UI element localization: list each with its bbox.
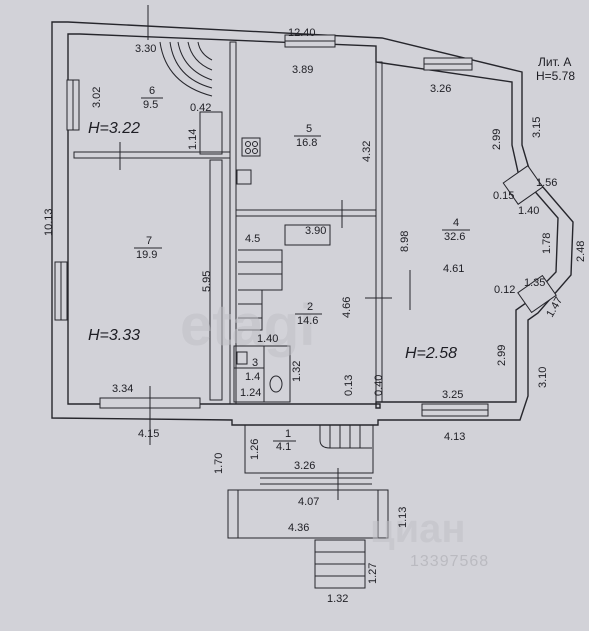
room-7: 7 19.9 [134,235,162,261]
dim-room5-right: 4.32 [361,141,373,162]
dim-room5-top: 3.89 [292,64,313,76]
room-area: 19.9 [136,249,157,261]
dim-room1-left: 1.26 [249,439,261,460]
room-3: 3 1.4 [245,357,260,383]
room-number: 2 [307,301,313,313]
dim-steps-depth: 1.27 [367,563,379,584]
dim-left-wall: 10.13 [43,208,55,236]
room-2: 2 14.6 [295,301,322,327]
dim-room2-right: 4.66 [341,297,353,318]
dim-room4-bottom: 3.25 [442,389,463,401]
dim-bay-3: 1.40 [518,205,539,217]
dim-total-top: 12.40 [288,27,316,39]
room-1: 1 4.1 [273,428,296,453]
cian-id: 13397568 [410,553,489,570]
room-area: 1.4 [245,371,260,383]
room-number: 5 [306,123,312,135]
stairs-room2 [238,224,331,331]
interior-walls [73,41,383,405]
stairs-room6 [159,41,223,155]
height-room4: H=2.58 [405,345,457,362]
dim-steps-width: 1.32 [327,593,348,605]
dim-room4-top: 3.26 [430,83,451,95]
dim-bay-6: 0.12 [494,284,515,296]
dim-room4-wall2: 2.99 [496,345,508,366]
dim-room4-ext2: 3.10 [537,367,549,388]
dim-room6-small: 0.42 [190,102,211,114]
dim-bay-5: 1.35 [524,277,545,289]
dim-room4-mid: 4.61 [443,263,464,275]
dim-room2-d: 0.40 [373,375,385,396]
dim-room6-niche: 1.14 [187,129,199,150]
dim-room3-right: 1.32 [291,361,303,382]
dim-ext-bottom-left: 4.15 [138,428,159,440]
stove-icon [236,137,261,185]
room-number: 1 [285,428,291,440]
height-room6: H=3.22 [88,120,140,137]
room-area: 16.8 [296,137,317,149]
dim-room6-top: 3.30 [135,43,156,55]
dim-bay-ext: 2.48 [575,241,587,262]
dim-bay-4: 1.78 [541,233,553,254]
toilet-icon [236,351,283,393]
room-6: 6 9.5 [141,85,163,111]
dim-porch-depth: 1.13 [397,507,409,528]
lit-height: H=5.78 [536,69,575,83]
dimension-labels: 12.40 3.30 3.02 0.42 1.14 10.13 3.89 4.3… [43,27,587,605]
room-4: 4 32.6 [442,217,470,243]
window-bay-lower [517,274,557,314]
dimension-lines [119,5,411,500]
room-area: 14.6 [297,315,318,327]
dim-room4-left: 8.98 [399,231,411,252]
dim-room7-bottom: 3.34 [112,383,133,395]
room-area: 32.6 [444,231,465,243]
dim-porch-left: 1.70 [213,453,225,474]
dim-room1-bottom: 3.26 [294,460,315,472]
watermarks: etagi циан 13397568 [180,293,489,570]
room-area: 9.5 [143,99,158,111]
room-number: 3 [252,357,258,369]
dim-room4-ext1: 3.15 [531,117,543,138]
dim-bay-1: 1.56 [536,177,557,189]
dim-room2-a: 4.5 [245,233,260,245]
dim-room2-b: 3.90 [305,225,326,237]
dim-ext-bottom-right: 4.13 [444,431,465,443]
dim-room4-wall1: 2.99 [491,129,503,150]
etagi-watermark: etagi [180,293,315,358]
cian-logo-text: циан [370,507,466,551]
room-number: 7 [146,235,152,247]
dim-room2-c: 0.13 [343,375,355,396]
dim-bay-2: 0.15 [493,190,514,202]
lit-title: Лит. А [538,55,571,69]
room-5: 5 16.8 [294,123,321,149]
room-area: 4.1 [276,441,291,453]
dim-room6-left: 3.02 [91,87,103,108]
room-number: 6 [149,85,155,97]
height-room7: H=3.33 [88,327,140,344]
dim-porch-width: 4.07 [298,496,319,508]
dim-porch-outer: 4.36 [288,522,309,534]
dim-room3-top: 1.40 [257,333,278,345]
dim-room3-bottom: 1.24 [240,387,261,399]
porch [227,424,389,589]
outer-walls [51,21,574,426]
room-number: 4 [453,217,459,229]
window-bay-upper [502,165,544,205]
dim-room7-right: 5.95 [201,271,213,292]
